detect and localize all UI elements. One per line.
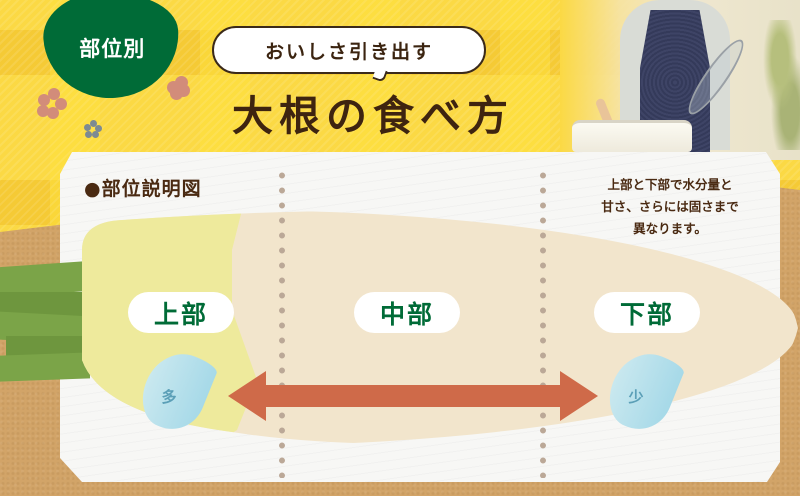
label-top-part: 上部: [128, 292, 234, 333]
flower-decoration-pink-large: [36, 88, 68, 120]
label-bottom-part: 下部: [594, 292, 700, 333]
radish-leaves-icon: [0, 256, 90, 396]
section-title: ●部位説明図: [84, 178, 202, 200]
category-badge-label: 部位別: [78, 36, 145, 61]
note-line: 異なります。: [633, 221, 707, 236]
moisture-low-label: 少: [629, 387, 645, 406]
divider-top-middle: [278, 168, 286, 478]
moisture-high-label: 多: [162, 387, 178, 406]
note-line: 上部と下部で水分量と: [607, 177, 733, 192]
speech-bubble: おいしさ引き出す: [212, 26, 486, 74]
speech-bubble-text: おいしさ引き出す: [264, 40, 433, 63]
explanation-note: 上部と下部で水分量と 甘さ、さらには固さまで 異なります。: [570, 174, 770, 240]
plant-decoration: [760, 20, 800, 150]
note-line: 甘さ、さらには固さまで: [601, 199, 739, 214]
page-title: 大根の食べ方: [232, 92, 514, 140]
divider-middle-bottom: [539, 168, 547, 478]
flower-decoration-grey: [83, 120, 103, 140]
flower-decoration-pink-small: [167, 76, 191, 100]
cooking-pot-icon: [572, 120, 692, 152]
label-middle-part: 中部: [354, 292, 460, 333]
double-arrow-icon: [228, 371, 598, 421]
